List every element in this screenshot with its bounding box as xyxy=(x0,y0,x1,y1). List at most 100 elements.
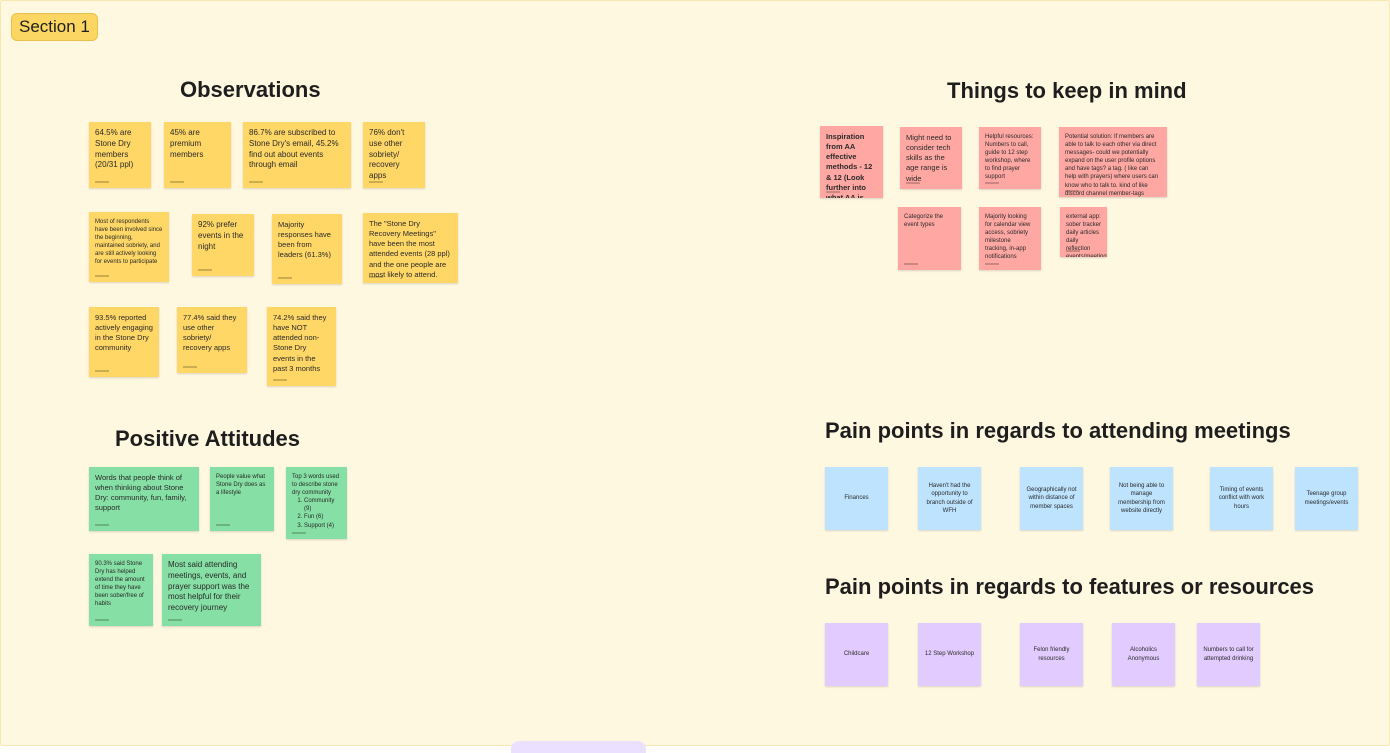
sticky-text: Not being able to manage membership from… xyxy=(1118,483,1165,514)
sticky-text: Numbers to call for attempted drinking xyxy=(1203,647,1254,662)
author-label xyxy=(183,366,197,368)
sticky-note-things[interactable]: Might need to consider tech skills as th… xyxy=(900,127,962,189)
sticky-text: 12 Step Workshop xyxy=(924,651,975,658)
sticky-note-observations[interactable]: Most of respondents have been involved s… xyxy=(89,212,169,282)
heading-pain-points-meetings[interactable]: Pain points in regards to attending meet… xyxy=(825,418,1291,443)
heading-observations[interactable]: Observations xyxy=(180,77,321,102)
author-label xyxy=(95,181,109,183)
sticky-text: 86.7% are subscribed to Stone Dry's emai… xyxy=(249,128,339,170)
sticky-note-pain-features[interactable]: Felon friendly resources xyxy=(1020,623,1083,686)
author-label xyxy=(198,269,212,271)
author-label xyxy=(168,619,182,621)
sticky-text: Timing of events conflict with work hour… xyxy=(1218,487,1265,510)
list-item: Community (9) xyxy=(304,497,341,513)
heading-pain-points-features[interactable]: Pain points in regards to features or re… xyxy=(825,574,1315,599)
author-label xyxy=(95,275,109,277)
sticky-text: Finances xyxy=(844,495,869,502)
sticky-text: Words that people think of when thinking… xyxy=(95,473,187,513)
author-label xyxy=(95,619,109,621)
sticky-note-pain-features[interactable]: Childcare xyxy=(825,623,888,686)
sticky-note-observations[interactable]: 45% are premium members xyxy=(164,122,231,188)
sticky-text: 74.2% said they have NOT attended non-St… xyxy=(273,313,327,373)
sticky-note-things[interactable]: Inspiration from AA effective methods - … xyxy=(820,126,883,198)
sticky-note-pain-features[interactable]: Alcoholics Anonymous xyxy=(1112,623,1175,686)
author-label xyxy=(1065,190,1079,192)
sticky-note-pain-meetings[interactable]: Finances xyxy=(825,467,888,530)
bottom-toolbar-tab[interactable] xyxy=(511,741,646,753)
sticky-note-things[interactable]: external app: sober tracker daily articl… xyxy=(1060,207,1107,257)
sticky-note-positive[interactable]: Most said attending meetings, events, an… xyxy=(162,554,261,626)
author-label xyxy=(278,277,292,279)
sticky-note-pain-meetings[interactable]: Not being able to manage membership from… xyxy=(1110,467,1173,530)
sticky-text: 93.5% reported actively engaging in the … xyxy=(95,313,153,353)
heading-things-to-keep-in-mind[interactable]: Things to keep in mind xyxy=(947,78,1187,103)
author-label xyxy=(95,524,109,526)
sticky-note-pain-meetings[interactable]: Haven't had the opportunity to branch ou… xyxy=(918,467,981,530)
sticky-text: The "Stone Dry Recovery Meetings" have b… xyxy=(369,219,450,279)
sticky-text: Childcare xyxy=(843,651,870,658)
sticky-note-things[interactable]: Majority looking for calendar view acces… xyxy=(979,207,1041,270)
sticky-text: Geographically not within distance of me… xyxy=(1026,487,1077,510)
sticky-text: Top 3 words used to describe stone dry c… xyxy=(292,474,340,497)
list-item: Fun (6) xyxy=(304,513,341,521)
author-label xyxy=(904,263,918,265)
sticky-note-observations[interactable]: 64.5% are Stone Dry members (20/31 ppl) xyxy=(89,122,151,188)
sticky-note-positive[interactable]: People value what Stone Dry does as a li… xyxy=(210,467,274,531)
sticky-note-positive[interactable]: Top 3 words used to describe stone dry c… xyxy=(286,467,347,539)
author-label xyxy=(216,524,230,526)
author-label xyxy=(170,181,184,183)
sticky-text: People value what Stone Dry does as a li… xyxy=(216,474,266,497)
top-words-list: Community (9)Fun (6)Support (4) xyxy=(292,497,341,529)
section-label[interactable]: Section 1 xyxy=(11,13,98,41)
sticky-text: Inspiration from AA effective methods - … xyxy=(826,132,873,198)
sticky-text: Helpful resources: Numbers to call, guid… xyxy=(985,134,1034,181)
sticky-note-observations[interactable]: 93.5% reported actively engaging in the … xyxy=(89,307,159,377)
author-label xyxy=(985,263,999,265)
author-label xyxy=(369,276,383,278)
sticky-text: Most said attending meetings, events, an… xyxy=(168,560,250,613)
sticky-note-pain-features[interactable]: Numbers to call for attempted drinking xyxy=(1197,623,1260,686)
sticky-text: Potential solution: If members are able … xyxy=(1065,134,1159,197)
author-label xyxy=(826,191,840,193)
heading-positive-attitudes[interactable]: Positive Attitudes xyxy=(115,426,300,451)
sticky-text: 92% prefer events in the night xyxy=(198,220,244,251)
sticky-text: Categorize the event types xyxy=(904,214,944,229)
sticky-note-things[interactable]: Potential solution: If members are able … xyxy=(1059,127,1167,197)
sticky-text: Majority responses have been from leader… xyxy=(278,220,331,260)
sticky-note-things[interactable]: Helpful resources: Numbers to call, guid… xyxy=(979,127,1041,189)
sticky-note-pain-meetings[interactable]: Geographically not within distance of me… xyxy=(1020,467,1083,530)
sticky-note-things[interactable]: Categorize the event types xyxy=(898,207,961,270)
sticky-text: 76% don't use other sobriety/ recovery a… xyxy=(369,128,405,181)
sticky-text: 64.5% are Stone Dry members (20/31 ppl) xyxy=(95,128,134,170)
sticky-text: Might need to consider tech skills as th… xyxy=(906,133,952,183)
sticky-text: Majority looking for calendar view acces… xyxy=(985,214,1031,261)
sticky-text: Felon friendly resources xyxy=(1033,647,1070,662)
sticky-note-pain-meetings[interactable]: Timing of events conflict with work hour… xyxy=(1210,467,1273,530)
author-label xyxy=(369,181,383,183)
sticky-note-positive[interactable]: Words that people think of when thinking… xyxy=(89,467,199,531)
sticky-note-observations[interactable]: The "Stone Dry Recovery Meetings" have b… xyxy=(363,213,458,283)
sticky-text: external app: sober tracker daily articl… xyxy=(1066,214,1107,257)
sticky-note-observations[interactable]: 77.4% said they use other sobriety/ reco… xyxy=(177,307,247,373)
author-label xyxy=(985,182,999,184)
author-label xyxy=(292,532,306,534)
sticky-note-observations[interactable]: 86.7% are subscribed to Stone Dry's emai… xyxy=(243,122,351,188)
author-label xyxy=(273,379,287,381)
sticky-note-observations[interactable]: Majority responses have been from leader… xyxy=(272,214,342,284)
sticky-note-positive[interactable]: 90.3% said Stone Dry has helped extend t… xyxy=(89,554,153,626)
sticky-text: Alcoholics Anonymous xyxy=(1127,647,1160,662)
sticky-note-pain-meetings[interactable]: Teenage group meetings/events xyxy=(1295,467,1358,530)
sticky-text: 45% are premium members xyxy=(170,128,204,159)
sticky-text: 77.4% said they use other sobriety/ reco… xyxy=(183,313,237,353)
sticky-note-pain-features[interactable]: 12 Step Workshop xyxy=(918,623,981,686)
sticky-note-observations[interactable]: 74.2% said they have NOT attended non-St… xyxy=(267,307,336,386)
sticky-text: Haven't had the opportunity to branch ou… xyxy=(926,483,973,514)
author-label xyxy=(95,370,109,372)
sticky-text: Most of respondents have been involved s… xyxy=(95,219,163,266)
author-label xyxy=(249,181,263,183)
sticky-note-observations[interactable]: 92% prefer events in the night xyxy=(192,214,254,276)
author-label xyxy=(1066,250,1080,252)
sticky-note-observations[interactable]: 76% don't use other sobriety/ recovery a… xyxy=(363,122,425,188)
author-label xyxy=(906,182,920,184)
